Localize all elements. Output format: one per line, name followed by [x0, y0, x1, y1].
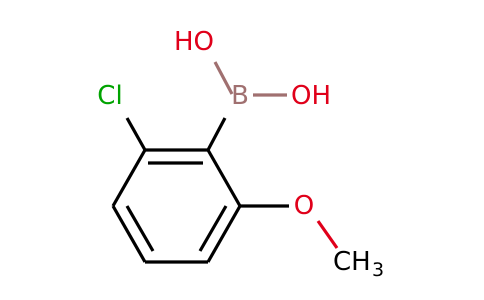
- atom-label-methyl-subscript: 3: [372, 259, 384, 281]
- ring-bond-c5-c6: [206, 205, 242, 263]
- benzene-ring: [111, 148, 242, 264]
- ring-bond-c6-c1: [206, 149, 242, 207]
- atom-label-methyl: CH: [333, 247, 371, 277]
- bond-ring-to-boron: [206, 117, 227, 151]
- atom-label-hydroxyl-top: HO: [174, 27, 214, 57]
- ring-double-bond-inner-3: [198, 205, 228, 252]
- ring-double-bond-inner-2: [125, 205, 155, 252]
- ring-bond-c2-c3: [111, 149, 147, 207]
- atom-label-methoxy-oxygen: O: [294, 191, 314, 221]
- bond-ring-to-chlorine: [125, 117, 147, 151]
- ring-bond-c3-c4: [111, 205, 147, 263]
- atom-label-chlorine: Cl: [97, 81, 122, 111]
- bond-o-to-methyl: [316, 220, 339, 249]
- atom-label-hydroxyl-right: OH: [291, 81, 331, 111]
- bond-boron-to-oh-top: [213, 61, 234, 95]
- atom-label-boron: B: [231, 81, 249, 111]
